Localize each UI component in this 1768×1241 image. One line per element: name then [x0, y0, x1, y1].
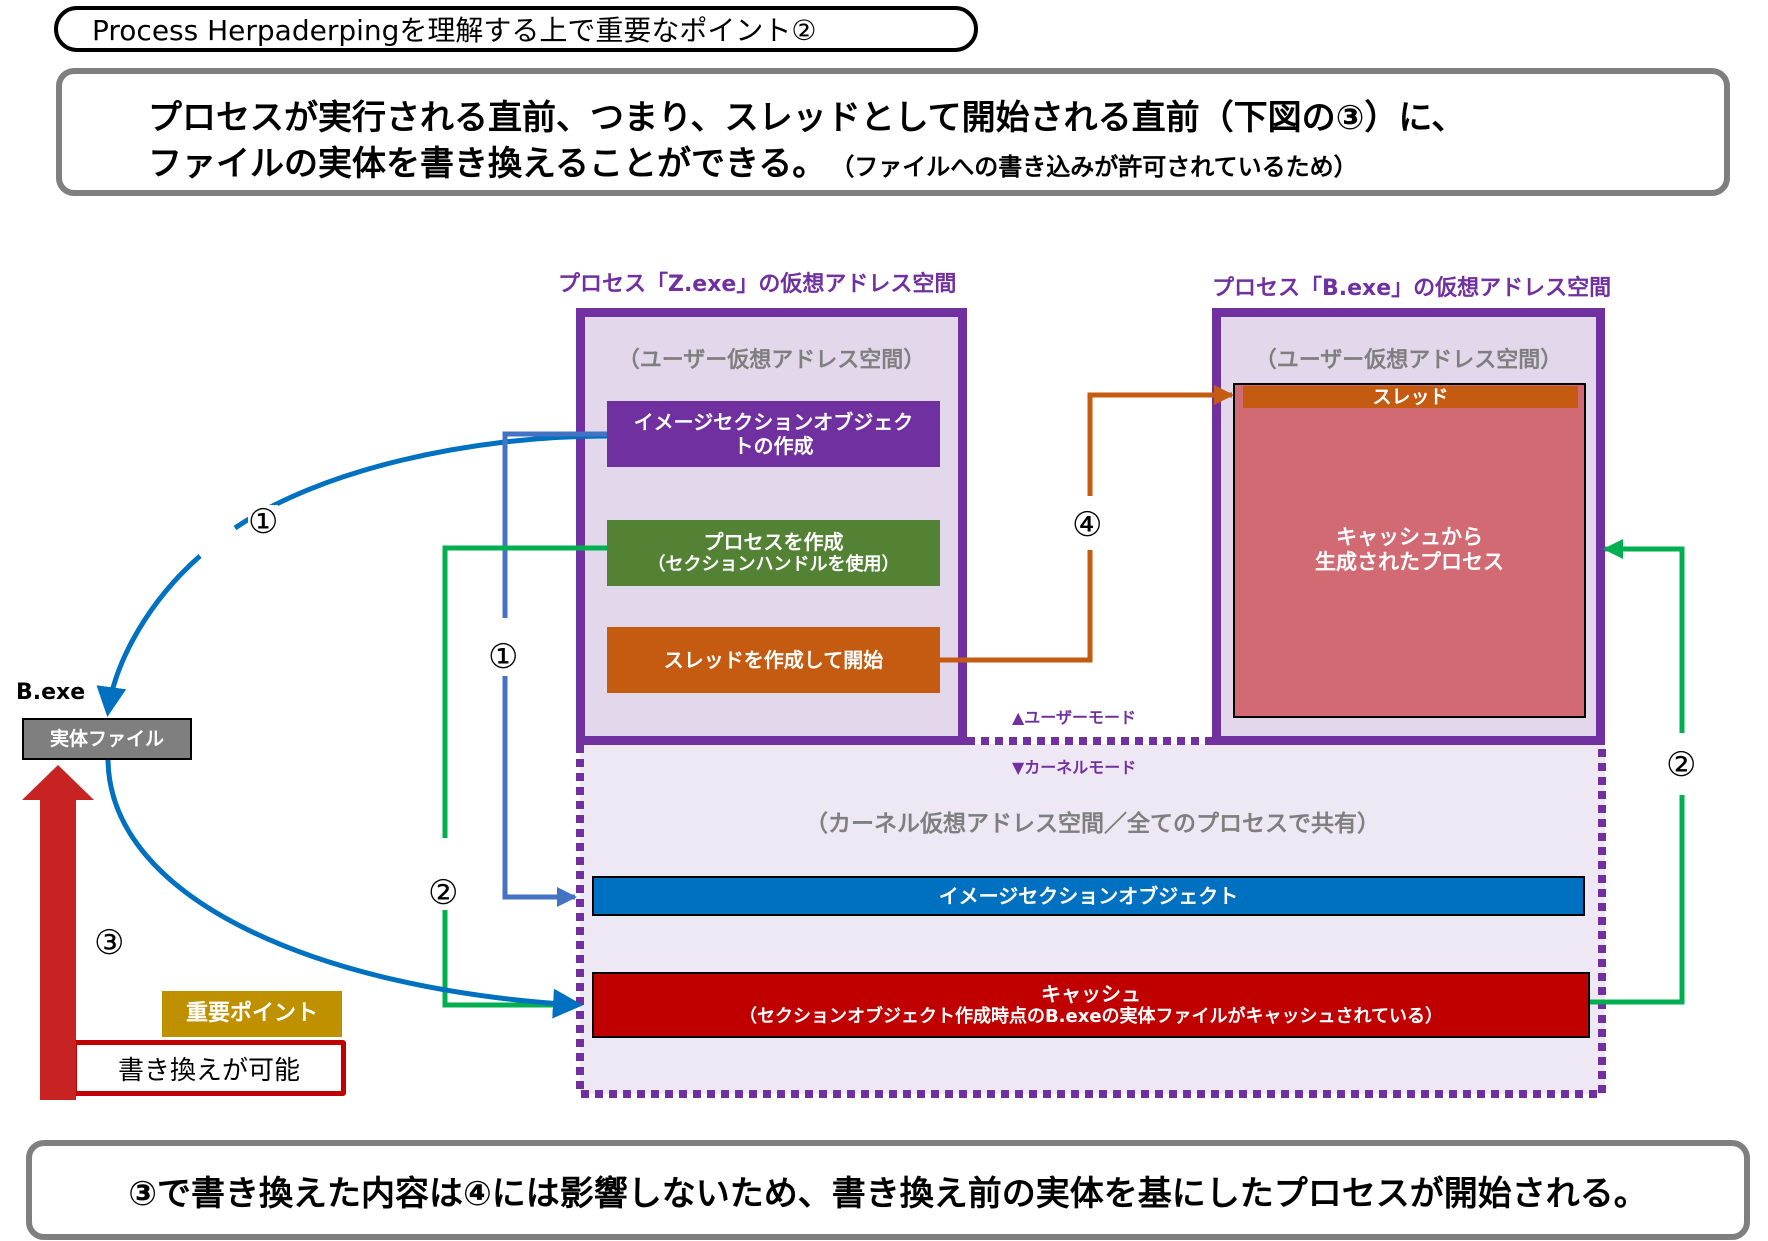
- file-entity-label: 実体ファイル: [49, 727, 164, 750]
- kernel-boundary: [576, 737, 1606, 1098]
- user-mode-label: ▲ユーザーモード: [1012, 708, 1136, 727]
- arrow-step1-to-section: [502, 676, 578, 907]
- conclusion-box: ③で書き換えた内容は④には影響しないため、書き換え前の実体を基にしたプロセスが開…: [26, 1140, 1750, 1240]
- process-z-user-space-label: （ユーザー仮想アドレス空間）: [617, 348, 926, 373]
- arrow-cache-to-process-b: [1602, 539, 1685, 733]
- step-text: トの作成: [733, 434, 814, 458]
- cached-process-line2: 生成されたプロセス: [1315, 550, 1504, 574]
- summary-line-2: ファイルの実体を書き換えることができる。 （ファイルへの書き込みが許可されているた…: [148, 136, 1358, 185]
- cache-label: キャッシュ: [1041, 982, 1141, 1007]
- kernel-mode-label: ▼カーネルモード: [1012, 758, 1137, 777]
- cached-process-label: キャッシュから 生成されたプロセス: [1233, 520, 1586, 580]
- step-create-image-section: イメージセクションオブジェク トの作成: [607, 401, 940, 467]
- arrow-step2-to-cache: [442, 545, 607, 838]
- process-b-label: プロセス「B.exe」の仮想アドレス空間: [1212, 276, 1612, 301]
- file-entity: 実体ファイル: [22, 718, 192, 760]
- step-create-start-thread: スレッドを作成して開始: [607, 627, 940, 693]
- summary-box: [56, 68, 1730, 196]
- important-point-badge: 重要ポイント: [162, 991, 342, 1037]
- cache-description: （セクションオブジェクト作成時点のB.exeの実体ファイルがキャッシュされている…: [738, 1006, 1444, 1028]
- step-text: イメージセクションオブジェク: [633, 410, 914, 434]
- summary-line-2-main: ファイルの実体を書き換えることができる。: [148, 144, 827, 184]
- cached-process-line1: キャッシュから: [1336, 524, 1483, 549]
- arrow-step1-to-file: [233, 433, 608, 531]
- step-number-3: ③: [94, 923, 125, 963]
- step-number-1: ①: [488, 637, 519, 677]
- arrow-step2-to-cache: [442, 895, 575, 1015]
- arrow-step1-to-section: [502, 431, 607, 618]
- step-number-2: ②: [428, 873, 459, 913]
- step-text: プロセスを作成: [703, 530, 844, 555]
- kernel-space-label: （カーネル仮想アドレス空間／全てのプロセスで共有）: [805, 811, 1380, 837]
- arrow-step1-to-file: [96, 554, 202, 717]
- summary-note: （ファイルへの書き込みが許可されているため）: [842, 153, 1358, 181]
- arrow-step4-thread: [940, 550, 1093, 663]
- step-text: スレッドを作成して開始: [663, 648, 884, 672]
- arrow-cache-to-process-b: [1590, 795, 1685, 1005]
- thread-label: スレッド: [1372, 385, 1449, 408]
- arrow-file-to-cache: [105, 759, 583, 1019]
- rewrite-arrow: [22, 765, 94, 1100]
- arrow-step4-thread: [1087, 385, 1235, 496]
- summary-line-1: プロセスが実行される直前、つまり、スレッドとして開始される直前（下図の③）に、: [148, 98, 1466, 138]
- file-name: B.exe: [16, 680, 86, 705]
- important-point-label: 重要ポイント: [185, 1000, 318, 1026]
- cached-process: [1233, 383, 1586, 718]
- step-number-1: ①: [248, 502, 279, 542]
- conclusion-text: ③で書き換えた内容は④には影響しないため、書き換え前の実体を基にしたプロセスが開…: [128, 1173, 1648, 1214]
- step-number-4: ④: [1072, 505, 1103, 545]
- step-number-2: ②: [1666, 745, 1697, 785]
- process-z-label: プロセス「Z.exe」の仮想アドレス空間: [558, 272, 957, 297]
- image-section-object: イメージセクションオブジェクト: [592, 876, 1585, 916]
- rewritable-label: 書き換えが可能: [117, 1055, 300, 1086]
- slide-title: Process Herpaderpingを理解する上で重要なポイント②: [54, 6, 978, 52]
- process-b-user-space-label: （ユーザー仮想アドレス空間）: [1254, 348, 1563, 373]
- thread-bar: スレッド: [1243, 386, 1578, 408]
- step-text: （セクションハンドルを使用）: [647, 554, 900, 576]
- image-section-label: イメージセクションオブジェクト: [938, 884, 1239, 908]
- cache-block: キャッシュ （セクションオブジェクト作成時点のB.exeの実体ファイルがキャッシ…: [592, 972, 1590, 1038]
- mode-gap: [967, 735, 1213, 744]
- step-create-process: プロセスを作成 （セクションハンドルを使用）: [607, 520, 940, 586]
- rewritable-callout: 書き換えが可能: [72, 1040, 346, 1096]
